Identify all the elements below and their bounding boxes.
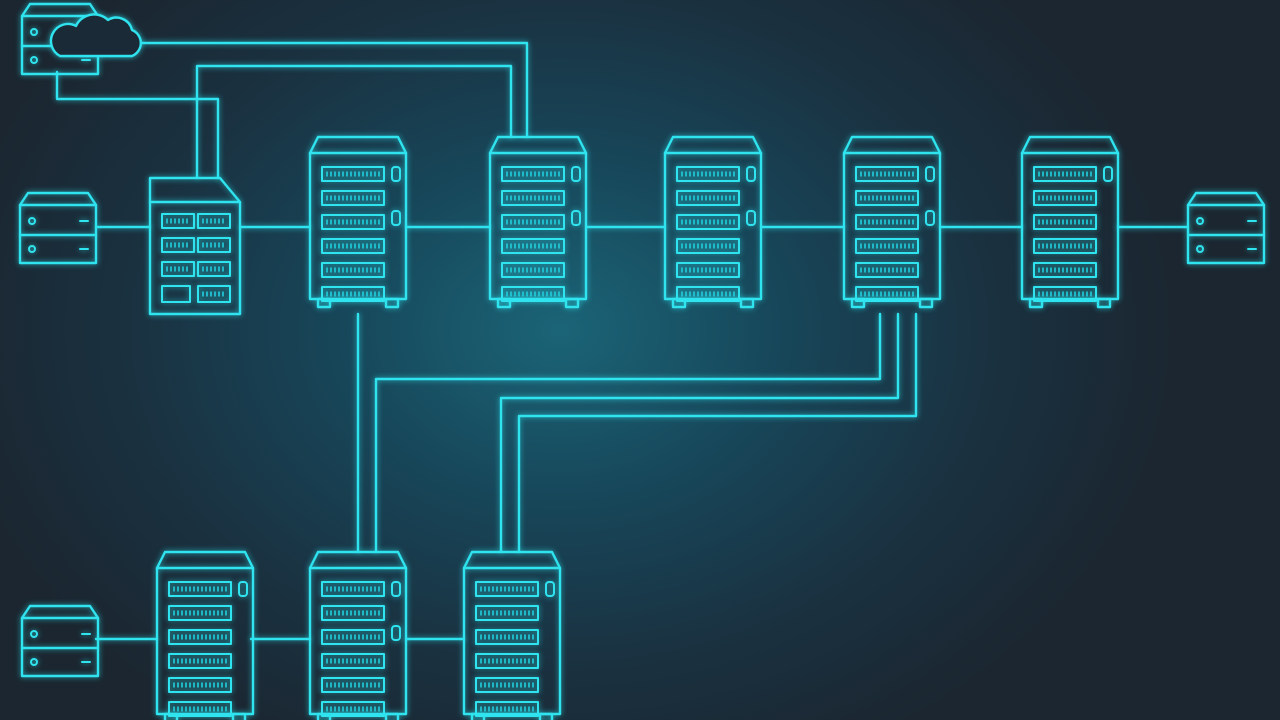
nodes-layer bbox=[18, 2, 1266, 720]
links-layer bbox=[55, 41, 1190, 641]
link-cloud-drive-to-rack-2 bbox=[110, 41, 529, 139]
hard-drive-icon bbox=[18, 191, 98, 265]
server-rack-icon bbox=[308, 135, 408, 309]
server-rack-icon bbox=[663, 135, 763, 309]
server-rack-icon bbox=[462, 550, 562, 720]
link-cloud-drive-to-switch bbox=[55, 70, 220, 180]
link-switch-to-rack-2 bbox=[195, 64, 513, 180]
link-rack-4-to-rack-8 bbox=[499, 312, 900, 554]
server-rack-icon bbox=[842, 135, 942, 309]
hard-drive-icon bbox=[1186, 191, 1266, 265]
link-rack-4-to-rack-1 bbox=[374, 312, 882, 554]
server-rack-icon bbox=[1020, 135, 1120, 309]
server-rack-icon bbox=[308, 550, 408, 720]
server-rack-icon bbox=[488, 135, 588, 309]
switch-icon bbox=[148, 176, 242, 316]
server-rack-icon bbox=[155, 550, 255, 720]
hard-drive-icon bbox=[20, 604, 100, 678]
cloud-server-icon bbox=[20, 2, 142, 76]
link-rack-4-to-rack-8-secondary bbox=[517, 312, 918, 554]
